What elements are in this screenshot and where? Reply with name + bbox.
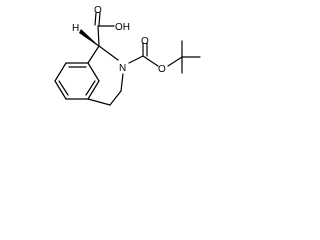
nitrogen-label: N [119, 63, 126, 74]
tetrahydro-ring [87, 45, 124, 106]
carboxylic-acid-group [94, 12, 115, 47]
acid-carbonyl-oxygen-label: O [94, 5, 102, 16]
boc-carbonyl-oxygen-label: O [141, 36, 149, 47]
ester-oxygen-label: O [158, 64, 166, 75]
chiral-hydrogen-wedge [79, 29, 100, 47]
chiral-hydrogen-label: H [72, 23, 79, 34]
boc-group [128, 40, 201, 74]
hydroxyl-label: OH [115, 22, 130, 33]
atom-labels: H O OH N O O [72, 5, 166, 75]
benzene-ring [54, 62, 100, 100]
molecule-structure: H O OH N O O [54, 5, 201, 106]
